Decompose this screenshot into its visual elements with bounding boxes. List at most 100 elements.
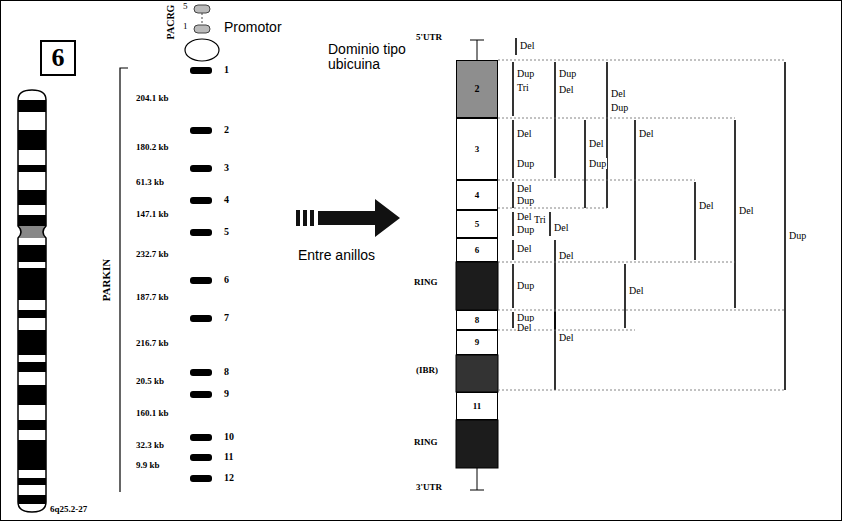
- chromosome-outline: [18, 90, 46, 512]
- exon-number: 7: [224, 312, 229, 323]
- exon-number: 11: [473, 402, 482, 411]
- exon-bar: [190, 454, 212, 461]
- rearrangement-label: Del: [638, 128, 654, 139]
- exon-number: 4: [224, 194, 229, 205]
- rearrangement-span: [512, 240, 514, 260]
- rearrangement-label: Del: [558, 84, 574, 95]
- intron-length: 147.1 kb: [136, 210, 169, 220]
- rearrangement-label: Del: [558, 250, 574, 261]
- rearrangement-label: Del: [516, 128, 532, 139]
- pacrg-exon: [194, 25, 210, 33]
- rearrangement-span: [606, 62, 608, 208]
- arrow-bar: [296, 210, 300, 226]
- rearrangement-label: Del: [628, 285, 644, 296]
- exon-bar: [190, 127, 212, 134]
- arrow-bar: [310, 210, 314, 226]
- exon-box: 9: [456, 330, 498, 355]
- intron-length: 9.9 kb: [136, 461, 160, 471]
- chromosome-band: [16, 190, 48, 205]
- rearrangement-span: [694, 182, 696, 260]
- intron-length: 232.7 kb: [136, 250, 169, 260]
- exon-box: 4: [456, 180, 498, 210]
- exon-boundary-guide: [498, 180, 695, 181]
- chromosome-band: [16, 100, 48, 112]
- gene-name: PACRG: [165, 5, 176, 40]
- promoter-oval: [185, 39, 219, 61]
- rearrangement-label: Del: [519, 40, 535, 51]
- rearrangement-span: [512, 264, 514, 308]
- chromosome-band: [16, 310, 48, 318]
- rearrangement-label: Del: [516, 211, 532, 222]
- exon-bar: [190, 475, 212, 482]
- exon-bar: [190, 369, 212, 376]
- rearrangement-span: [584, 120, 586, 208]
- exon-bar: [190, 434, 212, 441]
- rearrangement-span: [515, 38, 517, 55]
- intron-length: 180.2 kb: [136, 143, 169, 153]
- utr-tick: [470, 490, 484, 491]
- rearrangement-label: Dup: [610, 102, 629, 113]
- rearrangement-lines: [498, 38, 785, 390]
- parkin-bracket: [120, 68, 128, 492]
- exon-bar: [190, 315, 212, 322]
- chromosome-locus: 6q25.2-27: [50, 505, 87, 515]
- rearrangement-span: [512, 182, 514, 208]
- exon-number: 8: [224, 366, 229, 377]
- exon-number: 11: [224, 451, 233, 462]
- intron-length: 204.1 kb: [136, 94, 169, 104]
- big-arrow: [318, 199, 400, 237]
- ibr-exon: [456, 355, 498, 392]
- rearrangement-label: Dup: [788, 230, 807, 241]
- gene-name: PARKIN: [100, 259, 112, 302]
- rearrangement-span: [512, 212, 514, 236]
- exon-bar: [190, 277, 212, 284]
- rearrangement-label: Dup: [516, 224, 535, 235]
- exon-box: 6: [456, 238, 498, 262]
- rearrangement-label: Del: [698, 200, 714, 211]
- chromosome-band: [16, 268, 48, 300]
- domain-label: RING: [414, 278, 438, 288]
- rearrangement-span: [554, 62, 556, 178]
- exon-number: 12: [224, 472, 234, 483]
- chromosome-band: [16, 478, 48, 485]
- rearrangement-label: Dup: [516, 158, 535, 169]
- rearrangement-span: [624, 264, 626, 328]
- rearrangement-label: Del: [516, 243, 532, 254]
- pacrg-exon: [194, 5, 210, 13]
- intron-length: 32.3 kb: [136, 441, 164, 451]
- rearrangement-label: Tri: [516, 82, 530, 93]
- exon-boundary-guide: [498, 390, 785, 391]
- exon-number: 10: [224, 431, 234, 442]
- exon-box: 8: [456, 310, 498, 330]
- exon-bar: [190, 229, 212, 236]
- utr-tick: [470, 40, 484, 41]
- exon-number: 6: [475, 246, 480, 255]
- ring-exon: [456, 420, 498, 468]
- rearrangement-span: [512, 312, 514, 328]
- domain-label: Entre anillos: [298, 248, 375, 263]
- chromosome-band: [16, 215, 48, 226]
- exon-box: 5: [456, 210, 498, 238]
- intron-length: 20.5 kb: [136, 377, 164, 387]
- rearrangement-label: Dup: [558, 68, 577, 79]
- chromosome-band: [16, 385, 48, 405]
- rearrangement-label: Del: [553, 222, 569, 233]
- arrow-bar: [303, 210, 307, 226]
- rearrangement-span: [634, 120, 636, 260]
- exon-number: 5: [475, 220, 480, 229]
- domain-label: Dominio tipo ubicuina: [328, 42, 410, 73]
- exon-number: 1: [183, 22, 188, 32]
- chromosome-band: [16, 362, 48, 372]
- rearrangement-span: [734, 120, 736, 308]
- rearrangement-label: Dup: [516, 280, 535, 291]
- exon-boundary-guide: [498, 262, 735, 263]
- exon-box: 2: [456, 60, 498, 118]
- rearrangement-span: [512, 120, 514, 178]
- intron-length: 216.7 kb: [136, 339, 169, 349]
- exon-number: 4: [475, 191, 480, 200]
- gene-exons: [190, 67, 212, 482]
- chromosome-band: [16, 130, 48, 150]
- exon-number: 8: [475, 316, 480, 325]
- intron-length: 61.3 kb: [136, 178, 164, 188]
